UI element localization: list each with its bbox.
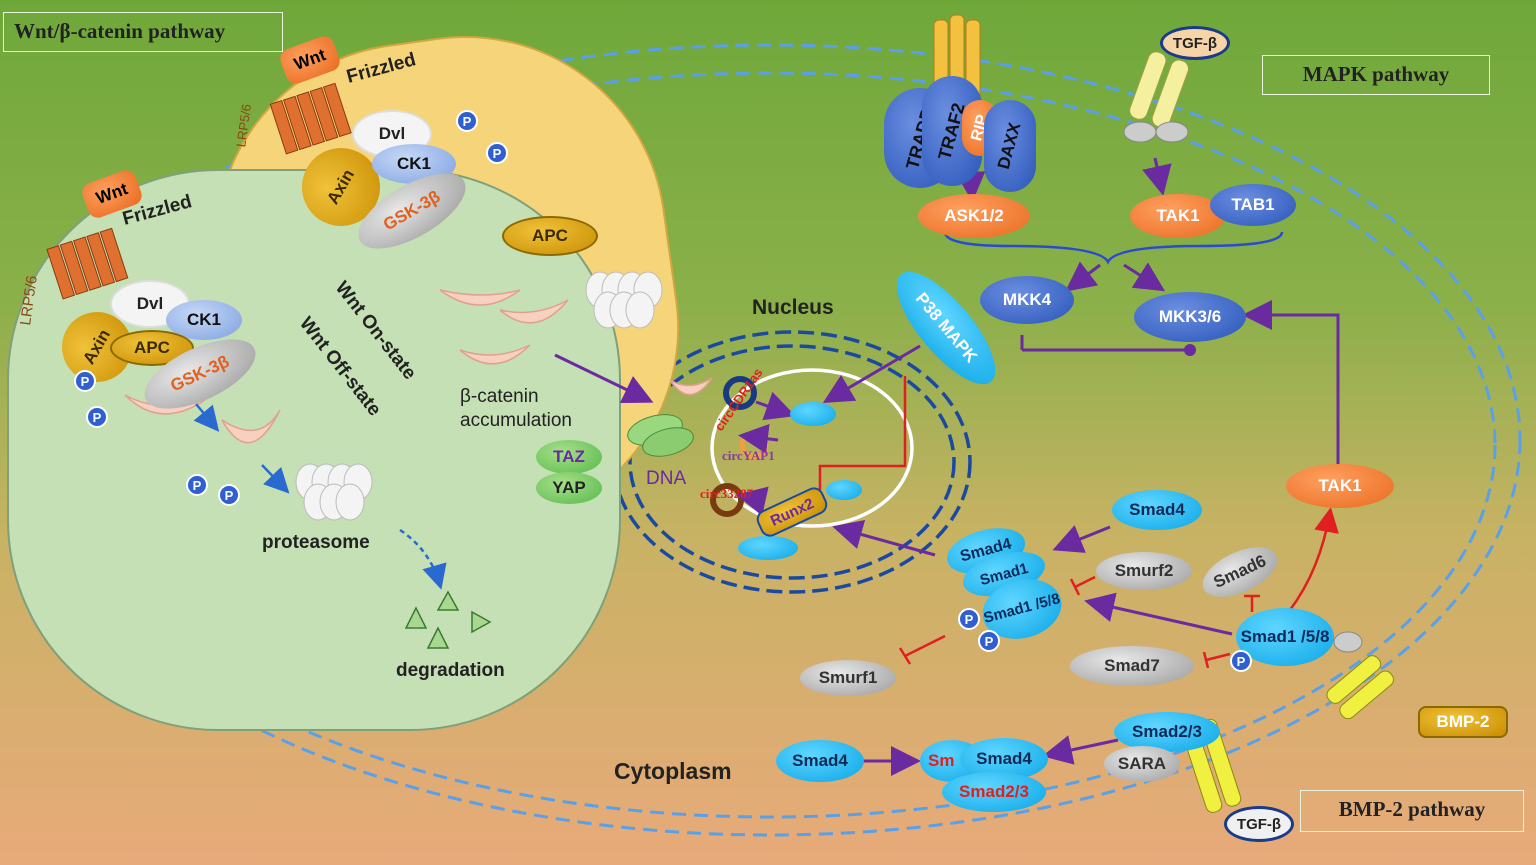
arrow-circ3-runx bbox=[736, 486, 769, 516]
sara: SARA bbox=[1104, 746, 1180, 782]
smad158-receptor: Smad1 /5/8 bbox=[1236, 608, 1334, 666]
phospho-smad-2: P bbox=[978, 630, 1000, 652]
smurf1: Smurf1 bbox=[800, 660, 896, 696]
bmp-receptor bbox=[1326, 655, 1394, 720]
yap-protein: YAP bbox=[536, 472, 602, 504]
inhibit-smad7 bbox=[1205, 652, 1231, 662]
arrow-circ-p38 bbox=[755, 391, 796, 421]
phospho-smad-1: P bbox=[958, 608, 980, 630]
arrow-off-crescent bbox=[193, 403, 220, 432]
beta-catenin-crescents bbox=[124, 289, 713, 444]
cell-membrane-outer bbox=[18, 43, 1522, 837]
circ-ring-1 bbox=[723, 376, 757, 410]
nuclear-cyan-1 bbox=[790, 402, 836, 426]
smad4-top: Smad4 bbox=[1112, 490, 1202, 530]
arrow-betacat-nucleus bbox=[554, 353, 654, 404]
arrow-p38-nucleus bbox=[822, 344, 921, 404]
dna-label: DNA bbox=[646, 468, 687, 489]
nuclear-cyan-2 bbox=[826, 480, 862, 500]
arrow-circyap-cyan bbox=[738, 423, 779, 454]
phospho-off-2: P bbox=[86, 406, 108, 428]
inhibit-smurf1 bbox=[904, 634, 946, 658]
bmp2-ligand: BMP-2 bbox=[1418, 706, 1508, 738]
tgf-receptor-base-2 bbox=[1155, 121, 1189, 143]
tgf-beta-mapk: TGF-β bbox=[1160, 26, 1230, 60]
nuclear-envelope-inner bbox=[628, 344, 956, 580]
dna-strand-2 bbox=[642, 427, 694, 457]
mapk-pathway-label: MAPK pathway bbox=[1262, 55, 1490, 95]
arrow-brace-mkk36 bbox=[1123, 262, 1166, 292]
beta-catenin-label: β-catenin bbox=[460, 386, 539, 407]
smad7: Smad7 bbox=[1070, 646, 1194, 686]
mkk4: MKK4 bbox=[980, 276, 1074, 324]
wnt-pathway-label: Wnt/β-catenin pathway bbox=[3, 12, 283, 52]
degradation-label: degradation bbox=[396, 660, 505, 681]
arrow-brace-mkk4 bbox=[1065, 261, 1101, 292]
smad4-free: Smad4 bbox=[776, 740, 864, 782]
taz-protein: TAZ bbox=[536, 440, 602, 474]
nucleolus bbox=[710, 368, 914, 528]
circ-33287-label: circ33287 bbox=[700, 486, 754, 501]
tgf-receptor-base-1 bbox=[1123, 121, 1157, 143]
arrow-tak1-mkk36 bbox=[1242, 300, 1340, 465]
degradation-fragments bbox=[404, 590, 492, 649]
inhibit-smurf2 bbox=[1074, 575, 1096, 589]
arrow-smad158-tak1 bbox=[1288, 507, 1339, 611]
frizzled-receptor-on bbox=[269, 82, 352, 155]
arrow-complex-runx2 bbox=[832, 519, 936, 557]
arrow-smad4-complex bbox=[1052, 525, 1111, 553]
tgf-receptor-mapk bbox=[1129, 51, 1190, 128]
arrow-smad158-complex bbox=[1084, 592, 1233, 636]
smurf2: Smurf2 bbox=[1096, 552, 1192, 590]
red-line-nucleus bbox=[818, 376, 907, 490]
circ-yap1-label: circYAP1 bbox=[722, 448, 775, 463]
cytoplasm-label: Cytoplasm bbox=[614, 758, 732, 784]
phospho-off-3: P bbox=[186, 474, 208, 496]
frizzled-receptor-off bbox=[46, 227, 129, 300]
proteasome-on bbox=[585, 271, 663, 329]
tak1-bmp: TAK1 bbox=[1286, 464, 1394, 508]
ask12: ASK1/2 bbox=[918, 194, 1030, 238]
ck1-on: CK1 bbox=[372, 144, 456, 184]
phospho-on-2: P bbox=[486, 142, 508, 164]
proteasome-label: proteasome bbox=[262, 532, 370, 553]
bmp-receptor-cap bbox=[1333, 631, 1363, 653]
bmp2-pathway-label: BMP-2 pathway bbox=[1300, 790, 1524, 832]
daxx: DAXX bbox=[984, 100, 1036, 192]
arrow-smad23-complex bbox=[1042, 735, 1119, 765]
nucleus-label: Nucleus bbox=[752, 296, 834, 319]
phospho-off-1: P bbox=[74, 370, 96, 392]
tgf-beta-bmp: TGF-β bbox=[1224, 806, 1294, 842]
mapk-brace bbox=[943, 231, 1284, 265]
phospho-smad-3: P bbox=[1230, 650, 1252, 672]
accumulation-label: accumulation bbox=[460, 410, 572, 431]
tab1: TAB1 bbox=[1210, 184, 1296, 226]
nuclear-cyan-3 bbox=[738, 536, 798, 560]
proteasome-off bbox=[295, 463, 373, 521]
smad23-heterocomplex: Smad2/3 bbox=[942, 772, 1046, 812]
smad23-receptor: Smad2/3 bbox=[1114, 712, 1220, 752]
arrow-off-proteasome bbox=[261, 464, 290, 494]
arrow-tgf-tak1 bbox=[1142, 157, 1172, 196]
mkk36: MKK3/6 bbox=[1134, 292, 1246, 342]
phospho-on-1: P bbox=[456, 110, 478, 132]
apc-on: APC bbox=[502, 216, 598, 256]
phospho-off-4: P bbox=[218, 484, 240, 506]
